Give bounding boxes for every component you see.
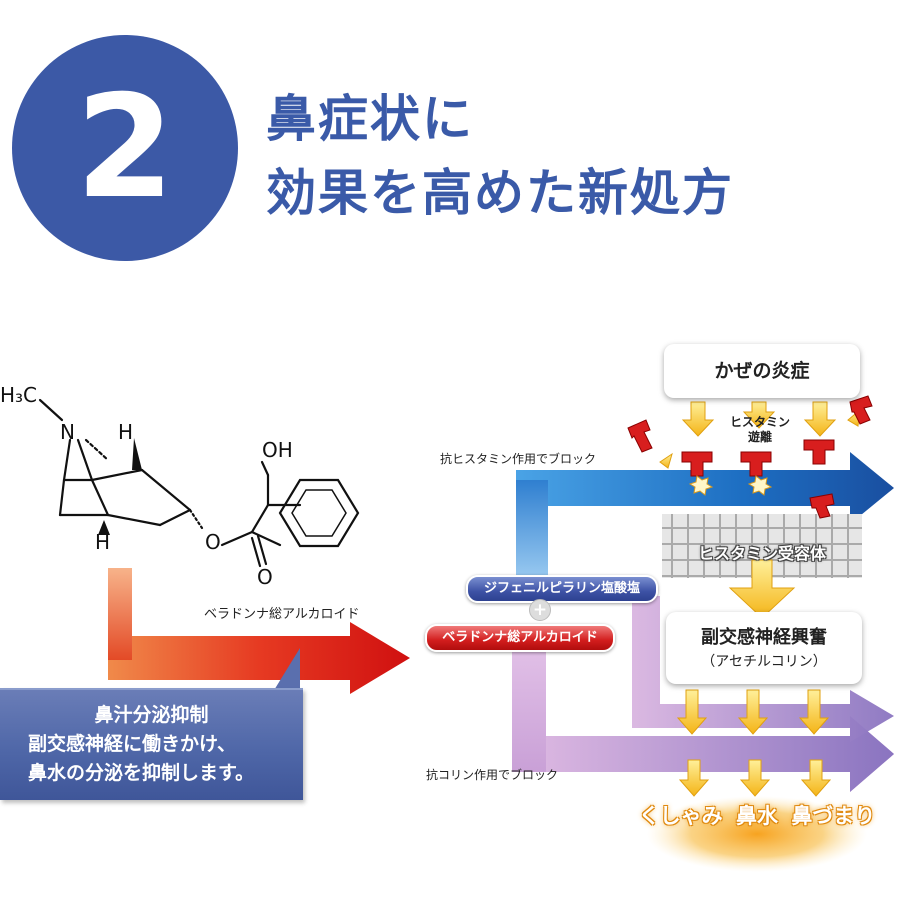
blocker-shapes xyxy=(627,395,873,519)
atom-h-bottom: H xyxy=(95,530,111,554)
info-panel: 鼻汁分泌抑制 副交感神経に働きかけ、 鼻水の分泌を抑制します。 xyxy=(0,688,303,800)
atom-n: N xyxy=(60,420,75,444)
symptom-sneeze: くしゃみ xyxy=(638,804,723,828)
info-line-1: 副交感神経に働きかけ、 xyxy=(28,733,237,755)
symptom-glow xyxy=(647,796,867,872)
atom-oh: OH xyxy=(262,438,293,462)
symptom-runny-nose: 鼻水 xyxy=(736,804,778,828)
red-flow-arrow xyxy=(108,568,410,694)
atom-o-carbonyl: O xyxy=(257,565,273,589)
histamine-release-label: ヒスタミン 遊離 xyxy=(730,415,790,445)
receptor-to-nerve-arrow xyxy=(728,559,796,619)
step-number-badge: 2 xyxy=(12,35,238,261)
symptom-labels: くしゃみ 鼻水 鼻づまり xyxy=(632,800,882,830)
title-line-1: 鼻症状に xyxy=(266,90,474,148)
nerve-box: 副交感神経興奮 （アセチルコリン） xyxy=(666,612,862,684)
atom-h3c: H₃C xyxy=(0,383,38,407)
symptom-congestion: 鼻づまり xyxy=(791,804,876,828)
inflammation-box: かぜの炎症 xyxy=(664,344,860,398)
histamine-release-line-2: 遊離 xyxy=(747,430,772,444)
molecule-structure xyxy=(38,398,360,568)
info-panel-title: 鼻汁分泌抑制 xyxy=(94,704,209,726)
label-antihistamine-block: 抗ヒスタミン作用でブロック xyxy=(440,452,597,466)
info-line-2: 鼻水の分泌を抑制します。 xyxy=(28,762,255,784)
ingredient-belladonna: ベラドンナ総アルカロイド xyxy=(425,624,615,652)
ingredient-diphenylpyraline: ジフェニルピラリン塩酸塩 xyxy=(466,575,658,603)
title-line-2: 効果を高めた新処方 xyxy=(266,164,734,222)
info-panel-pointer xyxy=(268,648,300,700)
blue-flow-arrow xyxy=(516,452,894,592)
acetylcholine-arrows xyxy=(676,689,832,797)
nerve-main-label: 副交感神経興奮 xyxy=(701,627,827,648)
molecule-caption: ベラドンナ総アルカロイド xyxy=(204,607,360,622)
plus-sign: + xyxy=(529,599,551,621)
receptor-label: ヒスタミン受容体 xyxy=(697,544,826,563)
label-anticholine-block: 抗コリン作用でブロック xyxy=(426,768,559,782)
histamine-release-line-1: ヒスタミン xyxy=(730,415,791,429)
nerve-sub-label: （アセチルコリン） xyxy=(701,654,827,670)
atom-h-top: H xyxy=(118,420,134,444)
page-title: 鼻症状に 効果を高めた新処方 xyxy=(266,82,734,230)
burst-shapes xyxy=(688,475,773,496)
atom-o-ester: O xyxy=(205,530,221,554)
info-panel-body: 副交感神経に働きかけ、 鼻水の分泌を抑制します。 xyxy=(28,730,254,788)
